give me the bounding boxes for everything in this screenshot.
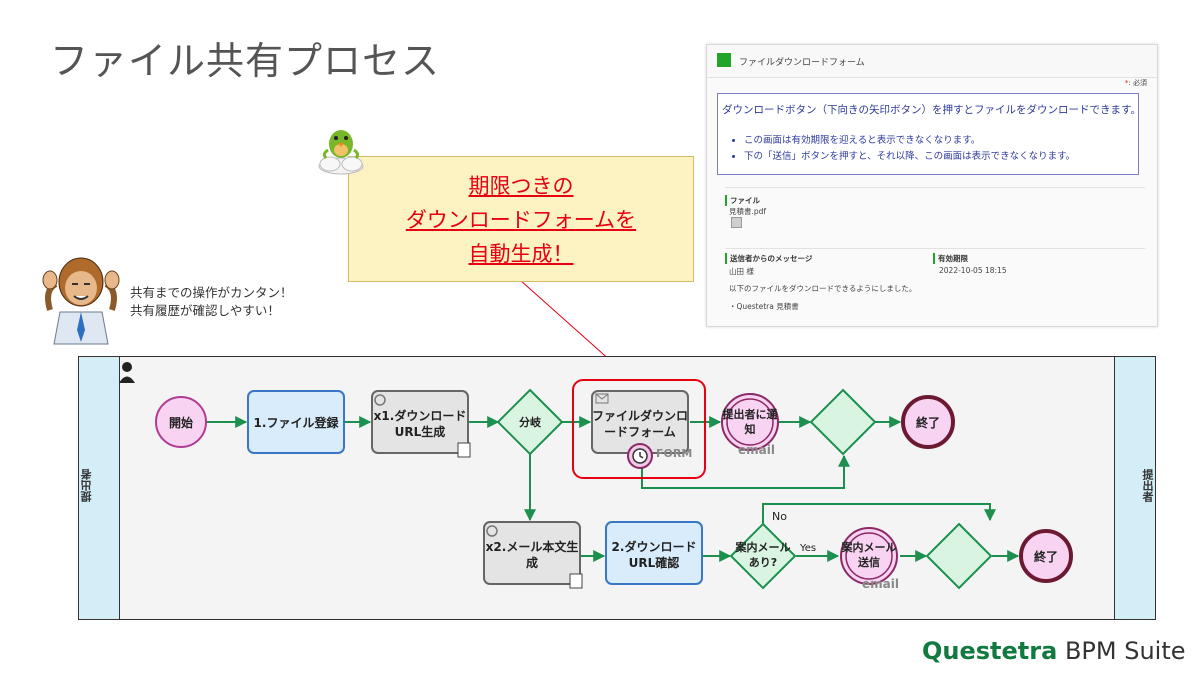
gateway-label: あり? xyxy=(749,556,777,569)
sender-name: 山田 様 xyxy=(729,267,754,276)
user-comment: 共有までの操作がカンタン！ 共有履歴が確認しやすい！ xyxy=(130,284,293,320)
brand-logo: Questetra BPM Suite xyxy=(922,637,1186,665)
notice-item: 下の「送信」ボタンを押すと、それ以降、この画面は表示できなくなります。 xyxy=(744,148,1075,162)
form-header-marker xyxy=(717,53,731,67)
event-label: 提出者に通 xyxy=(723,407,778,421)
task-label: x2.メール本文生 xyxy=(486,539,579,554)
task-label: 2.ダウンロード xyxy=(612,539,697,554)
end-event[interactable] xyxy=(901,395,955,449)
email-tag: email xyxy=(738,443,775,457)
required-text: : 必須 xyxy=(1128,79,1147,87)
task-label: 1.ファイル登録 xyxy=(254,415,340,430)
gateway-has-mail[interactable] xyxy=(729,522,797,590)
notice-item: この画面は有効期限を迎えると表示できなくなります。 xyxy=(744,132,1075,146)
gateway-label: 分岐 xyxy=(519,415,542,429)
task-url-generate[interactable] xyxy=(371,390,469,454)
end-event[interactable] xyxy=(1019,529,1073,583)
mail-icon xyxy=(595,393,609,404)
form-tag: FORM xyxy=(656,447,692,460)
event-label: 送信 xyxy=(857,555,880,569)
email-tag: email xyxy=(862,577,899,591)
flow-arrow xyxy=(762,503,996,524)
file-field-label: ファイル xyxy=(725,195,760,206)
comment-line: 共有までの操作がカンタン！ xyxy=(130,285,293,300)
end-event-label: 終了 xyxy=(1034,549,1058,564)
brand-name: Questetra xyxy=(922,637,1058,665)
calculator-icon xyxy=(569,573,583,589)
required-star: * xyxy=(1124,79,1129,87)
comment-line: 共有履歴が確認しやすい！ xyxy=(130,303,280,318)
download-form-screenshot: ファイルダウンロードフォーム *: 必須 ダウンロードボタン（下向きの矢印ボタン… xyxy=(706,44,1158,327)
download-icon[interactable] xyxy=(731,217,742,228)
field-separator xyxy=(725,248,1145,249)
callout-box: 期限つきの ダウンロードフォームを 自動生成！ xyxy=(348,156,694,282)
expiry-value: 2022-10-05 18:15 xyxy=(939,266,1007,275)
highlight-frame xyxy=(572,379,706,479)
start-event-label: 開始 xyxy=(169,415,193,430)
flow-arrow xyxy=(641,454,850,489)
swimlane-header-left: 提出者 xyxy=(79,357,120,619)
calculator-icon xyxy=(457,442,471,458)
callout-text: 期限つきの ダウンロードフォームを 自動生成！ xyxy=(349,169,693,271)
flow-condition-yes: Yes xyxy=(799,543,816,554)
message-line: ・Questetra 見積書 xyxy=(729,302,799,311)
event-label: 知 xyxy=(744,422,756,436)
task-file-register[interactable] xyxy=(247,390,345,454)
expiry-field-label: 有効期限 xyxy=(933,253,968,264)
task-label: ードフォーム xyxy=(604,425,676,439)
callout-line: 期限つきの xyxy=(468,174,574,198)
notice-list: この画面は有効期限を迎えると表示できなくなります。 下の「送信」ボタンを押すと、… xyxy=(734,132,1075,164)
notice-box: ダウンロードボタン（下向きの矢印ボタン）を押すとファイルをダウンロードできます。… xyxy=(717,93,1141,175)
gateway-merge-2[interactable] xyxy=(925,522,993,590)
message-field-label: 送信者からのメッセージ xyxy=(725,253,812,264)
brand-suffix: BPM Suite xyxy=(1057,637,1186,665)
gateway-label: 案内メール xyxy=(735,540,791,554)
swimlane-label: 提出者 xyxy=(1141,469,1154,502)
start-event[interactable] xyxy=(155,396,207,448)
flow-condition-no: No xyxy=(772,510,787,523)
message-line: 以下のファイルをダウンロードできるようにしました。 xyxy=(729,284,917,293)
required-note: *: 必須 xyxy=(1125,78,1147,88)
form-header: ファイルダウンロードフォーム xyxy=(707,45,1157,78)
task-url-confirm[interactable] xyxy=(605,521,703,585)
task-label: 成 xyxy=(526,555,538,570)
gateway-merge[interactable] xyxy=(809,388,877,456)
bird-character-icon xyxy=(318,130,364,175)
page-title: ファイル共有プロセス xyxy=(50,39,441,83)
form-title: ファイルダウンロードフォーム xyxy=(739,58,865,68)
end-event-label: 終了 xyxy=(916,415,940,430)
lane-person-icon xyxy=(119,362,135,383)
gateway-branch[interactable] xyxy=(496,388,564,456)
file-name[interactable]: 見積書.pdf xyxy=(729,207,767,216)
task-label: URL生成 xyxy=(395,424,446,439)
task-label: URL確認 xyxy=(629,555,680,570)
task-mail-body-generate[interactable] xyxy=(483,521,581,585)
gear-icon xyxy=(486,525,498,537)
callout-line: 自動生成！ xyxy=(468,242,574,266)
task-label: ファイルダウンロ xyxy=(592,408,688,423)
notify-event[interactable] xyxy=(721,393,779,451)
person-character-icon xyxy=(42,257,120,345)
notice-main-text: ダウンロードボタン（下向きの矢印ボタン）を押すとファイルをダウンロードできます。 xyxy=(722,104,1141,116)
gear-icon xyxy=(374,394,386,406)
swimlane-header-right: 提出者 xyxy=(1114,357,1155,619)
send-mail-event[interactable] xyxy=(840,527,898,585)
event-label: 案内メール xyxy=(841,540,897,554)
field-separator xyxy=(725,187,1145,188)
task-label: x1.ダウンロード xyxy=(374,408,467,423)
callout-line: ダウンロードフォームを xyxy=(405,208,637,232)
